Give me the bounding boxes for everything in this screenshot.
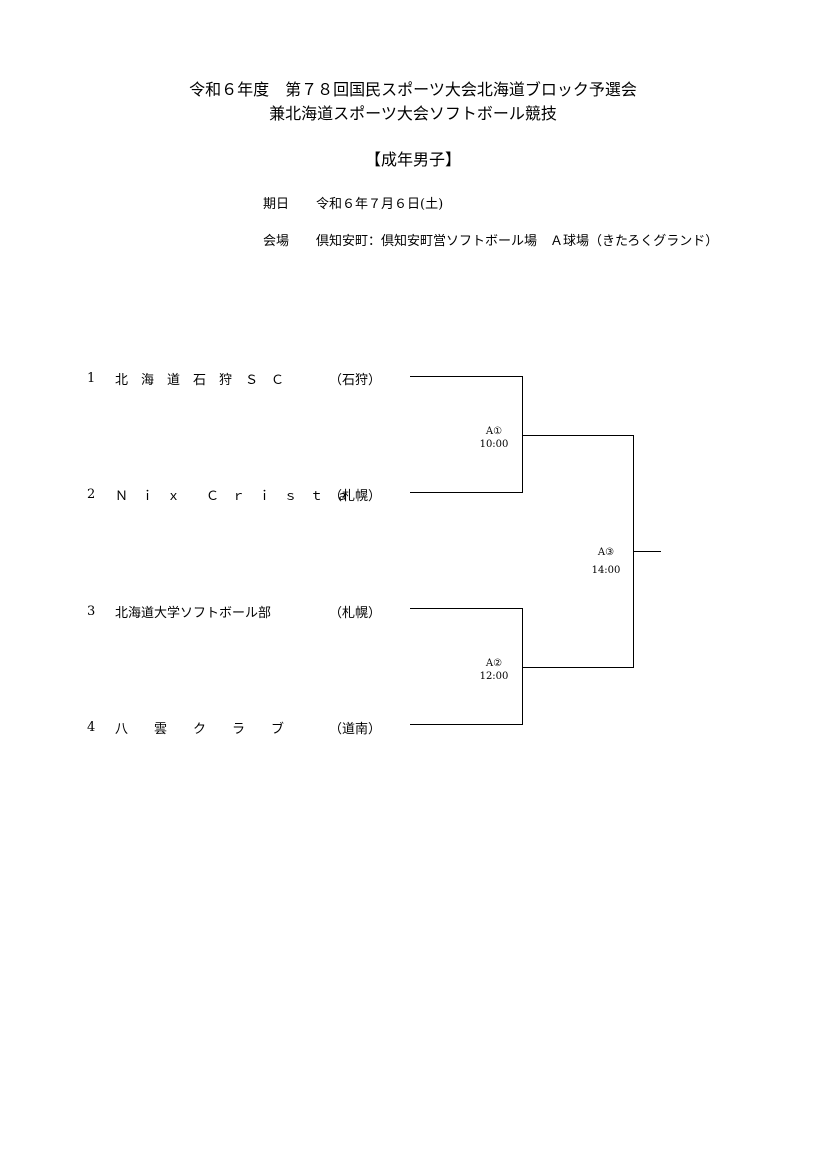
bracket-line: [522, 376, 523, 493]
match-time: 10:00: [479, 439, 509, 450]
bracket-line: [410, 376, 523, 377]
team-seed: 2: [87, 486, 96, 502]
team-row: 2 Ｎ ｉ ｘ Ｃ ｒ ｉ ｓ ｔ ａ （札幌）: [87, 485, 382, 504]
team-region: （札幌）: [329, 488, 382, 504]
title-line-1: 令和６年度 第７８回国民スポーツ大会北海道ブロック予選会: [189, 80, 637, 99]
match-label: A③ 14:00: [586, 546, 626, 577]
match-label: A① 10:00: [474, 425, 514, 451]
team-region: （道南）: [329, 721, 382, 737]
match-time: 14:00: [591, 565, 621, 576]
bracket-line: [410, 724, 523, 725]
bracket-line: [410, 492, 523, 493]
bracket-line: [633, 551, 661, 552]
match-id: A①: [485, 426, 503, 437]
team-region: （石狩）: [329, 372, 382, 388]
team-name: 北 海 道 石 狩 Ｓ Ｃ: [115, 372, 285, 388]
team-name: 北海道大学ソフトボール部: [115, 605, 272, 621]
team-seed: 3: [87, 603, 96, 619]
team-row: 1 北 海 道 石 狩 Ｓ Ｃ （石狩）: [87, 369, 382, 388]
bracket-line: [410, 608, 523, 609]
match-id: A②: [485, 658, 503, 669]
team-region: （札幌）: [329, 605, 382, 621]
venue-value: 倶知安町：倶知安町営ソフトボール場 Ａ球場（きたろくグランド）: [316, 234, 719, 249]
match-label: A② 12:00: [474, 657, 514, 683]
match-id: A③: [597, 547, 615, 558]
team-row: 4 八 雲 ク ラ ブ （道南）: [87, 718, 382, 737]
team-row: 3 北海道大学ソフトボール部 （札幌）: [87, 602, 382, 621]
bracket-line: [522, 608, 523, 725]
date-label: 期日: [263, 197, 290, 212]
team-seed: 1: [87, 370, 96, 386]
venue-label: 会場: [263, 234, 290, 249]
bracket-line: [522, 435, 634, 436]
match-time: 12:00: [479, 671, 509, 682]
title-line-2: 兼北海道スポーツ大会ソフトボール競技: [269, 104, 557, 123]
category-heading: 【成年男子】: [364, 150, 461, 169]
date-value: 令和６年７月６日(土): [316, 197, 444, 212]
bracket-line: [522, 667, 634, 668]
team-name: 八 雲 ク ラ ブ: [115, 721, 285, 737]
team-seed: 4: [87, 719, 96, 735]
team-name: Ｎ ｉ ｘ Ｃ ｒ ｉ ｓ ｔ ａ: [115, 488, 350, 504]
